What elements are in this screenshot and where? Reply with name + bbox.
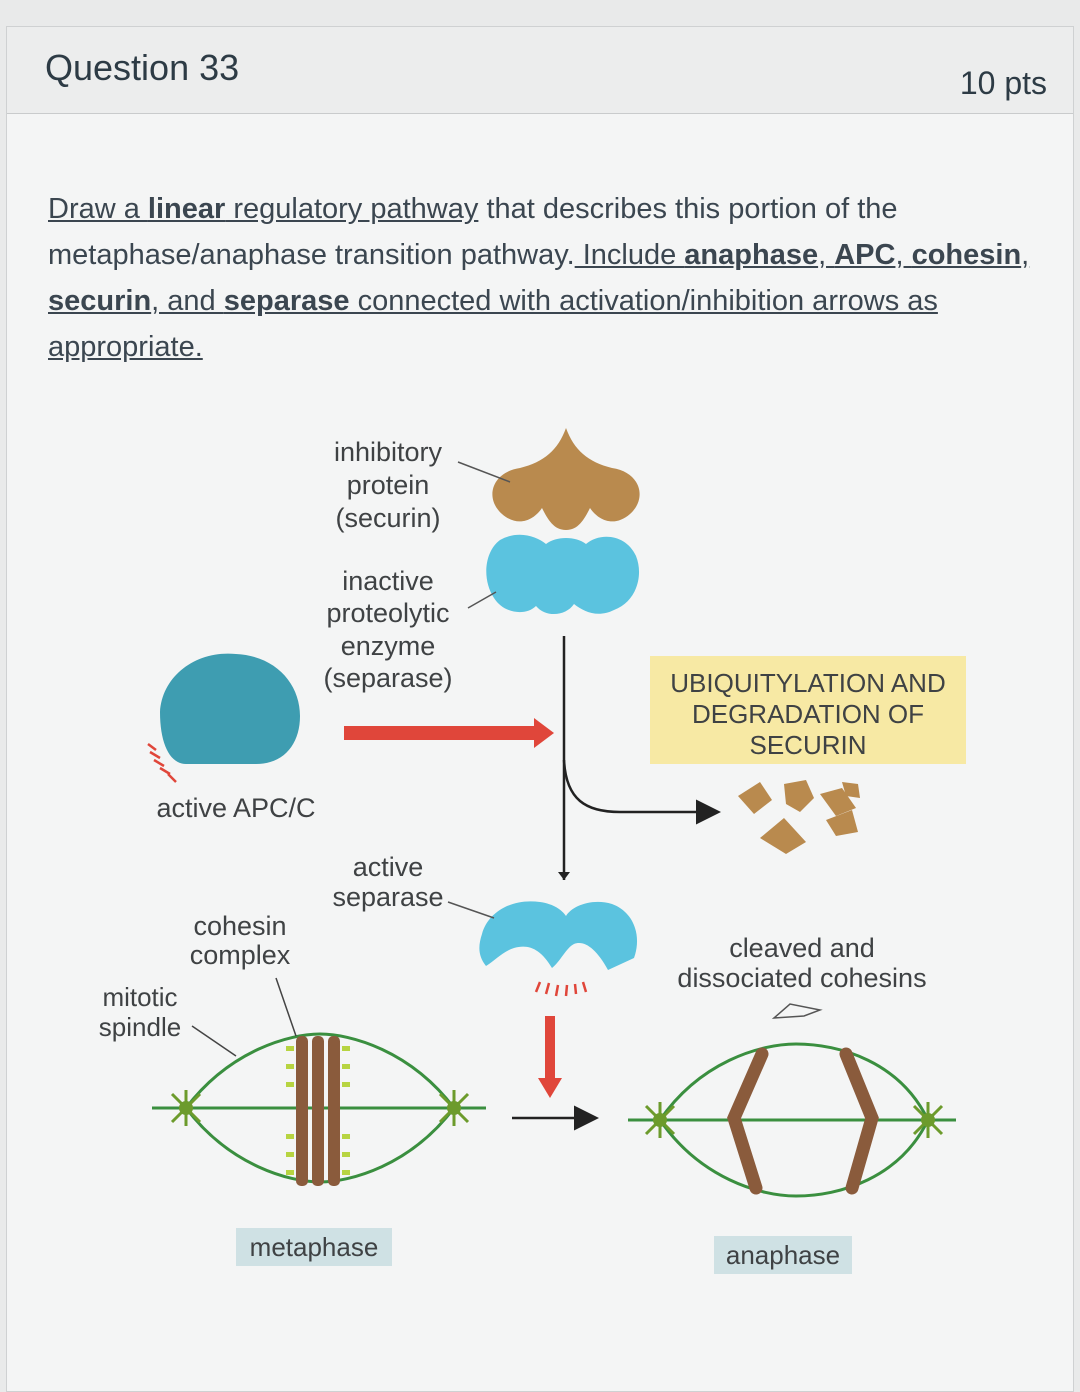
label-anaphase: anaphase: [726, 1240, 840, 1270]
label-inactive-4: (separase): [323, 663, 452, 693]
prompt-text-3: that describes this portion of the metap…: [48, 193, 898, 271]
label-spindle-1: mitotic: [102, 982, 177, 1012]
prompt-sep-2: ,: [895, 239, 912, 271]
label-inhibitory-1: inhibitory: [334, 437, 443, 467]
inactive-separase-shape: [486, 534, 640, 615]
anaphase-spindle: [628, 1042, 956, 1198]
label-inactive-3: enzyme: [341, 631, 436, 661]
prompt-anaphase: anaphase: [684, 239, 819, 271]
question-title: Question 33: [45, 47, 240, 88]
label-metaphase: metaphase: [250, 1232, 379, 1262]
prompt-text-4: Include: [574, 239, 685, 271]
label-inhibitory-3: (securin): [335, 503, 440, 533]
prompt-text-5: connected with activation/inhibition arr…: [48, 285, 938, 363]
label-cleaved-2: dissociated cohesins: [677, 963, 926, 993]
label-ubiq-2: DEGRADATION OF: [692, 699, 924, 729]
anaphase-chromosomes: [727, 1047, 879, 1195]
red-activation-bar: [344, 726, 536, 740]
prompt-securin: securin: [48, 285, 152, 317]
label-active-sep-1: active: [353, 852, 424, 882]
label-cohesin-2: complex: [190, 940, 291, 970]
active-separase-shape: [479, 901, 638, 970]
prompt-cohesin: cohesin: [911, 239, 1022, 271]
label-active-sep-2: separase: [332, 882, 443, 912]
label-ubiq-3: SECURIN: [749, 730, 866, 760]
label-active-apc: active APC/C: [156, 793, 315, 823]
prompt-sep-4: , and: [151, 285, 224, 317]
label-ubiq-1: UBIQUITYLATION AND: [670, 668, 945, 698]
anaphase-label-box: [714, 1236, 852, 1274]
metaphase-chromosomes: [296, 1036, 340, 1186]
prompt-separase: separase: [223, 285, 350, 317]
metaphase-label-box: [236, 1228, 392, 1266]
cohesin-marks: [286, 1046, 350, 1175]
label-inactive-1: inactive: [342, 566, 434, 596]
separase-activity-marks: [534, 981, 588, 997]
label-inhibitory-2: protein: [347, 470, 430, 500]
question-prompt: Draw a linear regulatory pathway that de…: [48, 186, 1038, 370]
prompt-apc: APC: [834, 239, 896, 271]
label-spindle-2: spindle: [99, 1012, 181, 1042]
securin-fragments: [738, 780, 860, 854]
red-down-bar: [545, 1016, 555, 1080]
prompt-sep-1: ,: [818, 239, 835, 271]
label-cleaved-1: cleaved and: [729, 933, 875, 963]
apc-shape: [160, 653, 300, 764]
prompt-text-2: regulatory pathway: [225, 193, 479, 225]
degradation-branch-arrow: [562, 759, 721, 825]
apc-activity-marks: [147, 743, 177, 783]
label-cohesin-1: cohesin: [193, 911, 286, 941]
prompt-linear: linear: [147, 193, 226, 225]
question-points: 10 pts: [959, 65, 1047, 101]
securin-shape: [492, 428, 640, 530]
ubiquitylation-box: [650, 656, 966, 764]
prompt-sep-3: ,: [1021, 239, 1030, 271]
red-activation-arrowhead: [534, 718, 554, 748]
question-header: Question 33 10 pts: [7, 27, 1073, 114]
label-inactive-2: proteolytic: [326, 598, 449, 628]
prompt-text-1: Draw a: [48, 193, 148, 225]
